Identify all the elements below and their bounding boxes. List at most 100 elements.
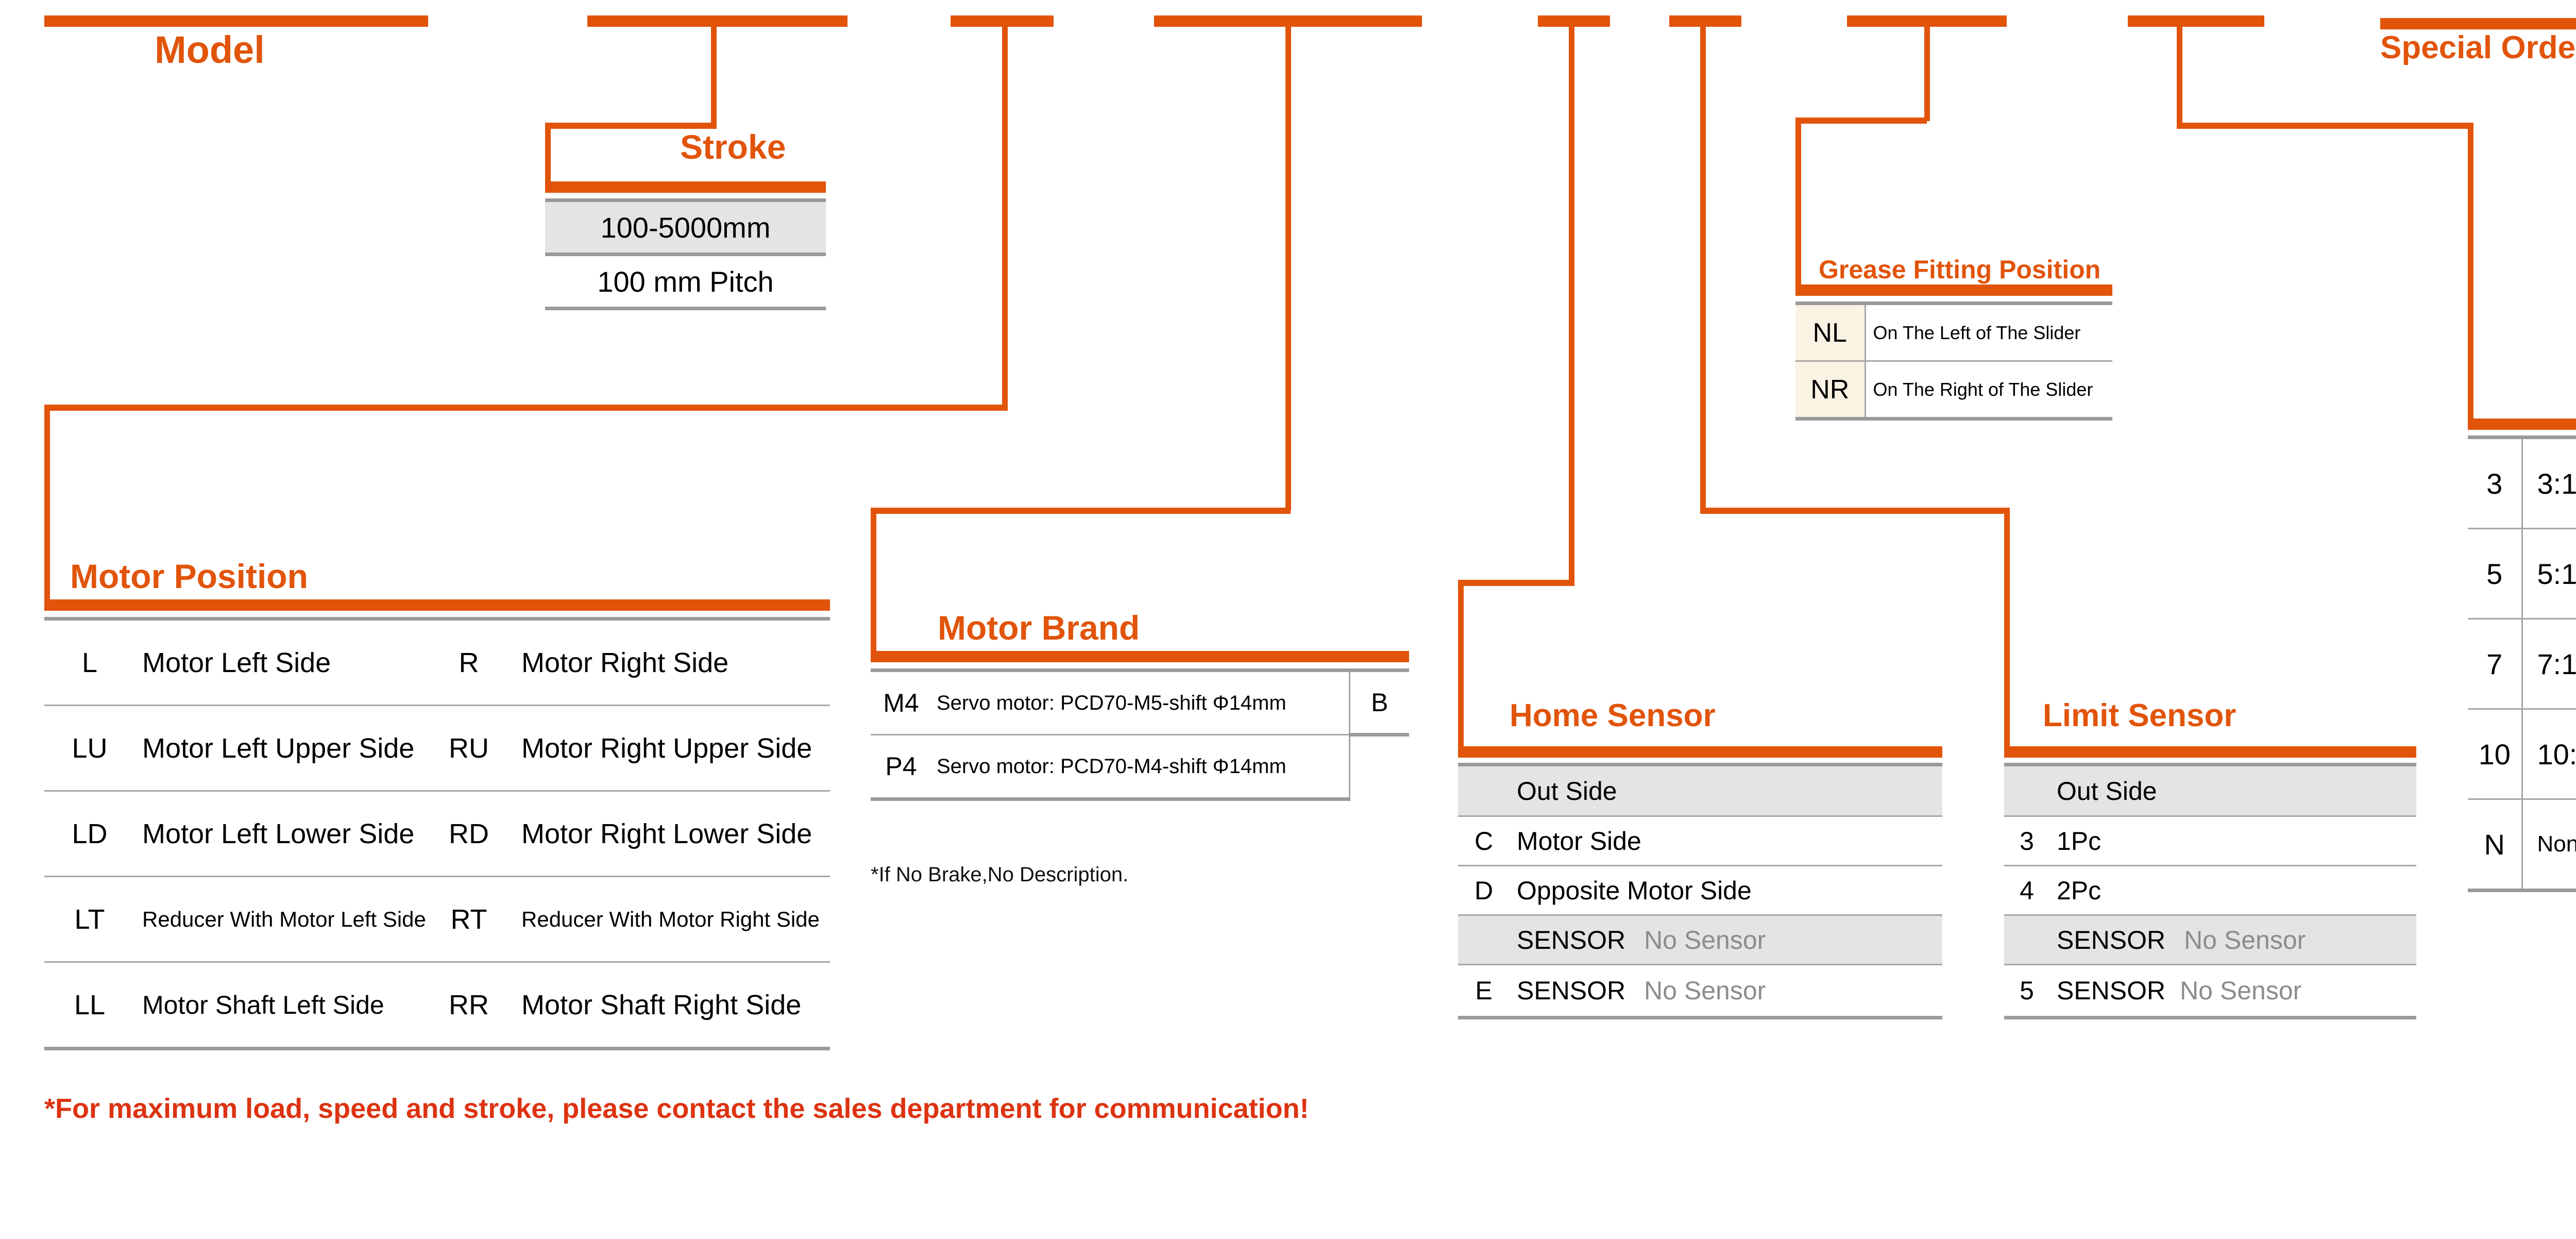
- table-row: 100 mm Pitch: [545, 254, 826, 310]
- leader-grease-v1: [1924, 21, 1930, 121]
- caption-stroke: Stroke: [680, 128, 786, 166]
- gearbox-ratio-table: 3 3:1 5 5:1 7 7:1 10 10:1 N None Gearbox…: [2468, 436, 2576, 892]
- motor-position-desc: Reducer With Motor Right Side: [514, 876, 830, 963]
- grease-fitting-table: NL On The Left of The Slider NR On The R…: [1795, 302, 2112, 421]
- home-sensor-desc: Opposite Motor Side: [1510, 865, 1942, 916]
- motor-brand-footnote: *If No Brake,No Description.: [871, 863, 1129, 886]
- motor-brand-code: M4: [871, 668, 931, 735]
- leader-limit-sensor-h1: [1700, 508, 2009, 514]
- motor-position-desc: Motor Right Lower Side: [514, 791, 830, 877]
- gearbox-ratio-value: 7:1: [2522, 618, 2576, 710]
- limit-sensor-desc: 2Pc: [2049, 865, 2416, 916]
- motor-position-code: RT: [423, 876, 514, 963]
- table-row: 3 1Pc: [2004, 816, 2416, 866]
- leader-motor-brand-h1: [871, 508, 1291, 514]
- motor-position-code: LT: [44, 876, 135, 963]
- limit-sensor-sensor-strong: SENSOR: [2057, 925, 2166, 955]
- gearbox-ratio-code: N: [2468, 799, 2523, 892]
- grease-fitting-desc: On The Right of The Slider: [1865, 361, 2112, 421]
- motor-brand-desc: Servo motor: PCD70-M4-shift Φ14mm: [931, 734, 1350, 801]
- gearbox-ratio-value: 5:1: [2522, 528, 2576, 620]
- gearbox-ratio-code: 5: [2468, 528, 2523, 620]
- leader-limit-sensor-v1: [1700, 21, 1706, 510]
- table-row: C Motor Side: [1458, 816, 1942, 866]
- gearbox-ratio-value: None Gearbox Type: [2522, 799, 2576, 892]
- leader-gearbox-v2: [2468, 123, 2473, 424]
- caption-motor-brand: Motor Brand: [938, 609, 1140, 647]
- gearbox-ratio-value: 3:1: [2522, 436, 2576, 529]
- motor-position-desc: Motor Right Upper Side: [514, 705, 830, 792]
- leader-grease-v2: [1795, 118, 1801, 293]
- leader-motor-position-v1: [1002, 21, 1008, 405]
- table-row: NL On The Left of The Slider: [1795, 302, 2112, 362]
- table-row: LL Motor Shaft Left Side RR Motor Shaft …: [44, 962, 830, 1050]
- motor-position-desc: Motor Right Side: [514, 617, 830, 706]
- grease-fitting-desc: On The Left of The Slider: [1865, 302, 2112, 362]
- leader-gearbox-v1: [2177, 21, 2182, 126]
- limit-sensor-code: 5: [2004, 964, 2049, 1019]
- motor-position-desc: Motor Left Upper Side: [135, 705, 423, 792]
- gearbox-ratio-code: 10: [2468, 709, 2523, 800]
- motor-position-code: RU: [423, 705, 514, 792]
- limit-sensor-code: 3: [2004, 816, 2049, 866]
- limit-sensor-row-strong: SENSOR: [2057, 976, 2166, 1005]
- home-sensor-desc: Motor Side: [1510, 816, 1942, 866]
- motor-brand-table: M4 Servo motor: PCD70-M5-shift Φ14mm B P…: [871, 668, 1409, 801]
- gearbox-ratio-value: 10:1: [2522, 709, 2576, 800]
- limit-sensor-header-spacer: [2004, 763, 2049, 817]
- home-sensor-code: E: [1458, 964, 1510, 1019]
- motor-position-desc: Motor Shaft Left Side: [135, 962, 423, 1050]
- caption-model: Model: [155, 28, 265, 71]
- table-row: SENSOR No Sensor: [1458, 915, 1942, 965]
- table-row: P4 Servo motor: PCD70-M4-shift Φ14mm: [871, 734, 1409, 801]
- home-sensor-row-strong: SENSOR: [1517, 976, 1626, 1005]
- leader-home-sensor-underline: [1458, 746, 1942, 758]
- motor-position-code: LD: [44, 791, 135, 877]
- table-row: 7 7:1: [2468, 618, 2576, 710]
- leader-limit-sensor-underline: [2004, 746, 2416, 758]
- table-row: SENSOR No Sensor: [2004, 915, 2416, 965]
- motor-position-code: LU: [44, 705, 135, 792]
- motor-position-code: L: [44, 617, 135, 706]
- home-sensor-code: D: [1458, 865, 1510, 916]
- limit-sensor-sensor-row: SENSOR No Sensor: [2049, 964, 2416, 1019]
- caption-special-order-no: Special Order No.: [2380, 30, 2576, 65]
- leader-stroke-underline: [545, 181, 826, 193]
- table-row: LT Reducer With Motor Left Side RT Reduc…: [44, 876, 830, 963]
- home-sensor-header-spacer: [1458, 763, 1510, 817]
- leader-stroke-v1: [711, 21, 717, 126]
- table-row: E SENSOR No Sensor: [1458, 964, 1942, 1019]
- table-row: 3 3:1: [2468, 436, 2576, 529]
- stroke-range-cell: 100-5000mm: [545, 198, 826, 256]
- leader-motor-position-underline: [44, 599, 830, 611]
- stroke-table: 100-5000mm 100 mm Pitch: [545, 198, 826, 310]
- table-row: D Opposite Motor Side: [1458, 865, 1942, 916]
- motor-position-desc: Motor Shaft Right Side: [514, 962, 830, 1050]
- motor-position-code: LL: [44, 962, 135, 1050]
- table-row: Out Side: [2004, 763, 2416, 817]
- limit-sensor-sensor-muted: No Sensor: [2184, 925, 2306, 955]
- grease-fitting-code: NR: [1795, 361, 1866, 421]
- caption-motor-position: Motor Position: [70, 557, 308, 595]
- leader-home-sensor-h1: [1458, 580, 1574, 586]
- stroke-pitch-cell: 100 mm Pitch: [545, 254, 826, 310]
- motor-position-desc: Motor Left Lower Side: [135, 791, 423, 877]
- table-row: 5 5:1: [2468, 528, 2576, 620]
- home-sensor-row-muted: No Sensor: [1644, 976, 1766, 1005]
- leader-stroke-h1: [545, 123, 717, 129]
- code-segment-bar-gearbox-ratio: [2128, 15, 2264, 27]
- limit-sensor-code: 4: [2004, 865, 2049, 916]
- leader-stroke-v2: [545, 123, 551, 190]
- table-row: N None Gearbox Type: [2468, 799, 2576, 892]
- code-segment-bar-special-order: [2380, 18, 2576, 29]
- limit-sensor-sensor-header: SENSOR No Sensor: [2049, 915, 2416, 965]
- home-sensor-code: C: [1458, 816, 1510, 866]
- home-sensor-sensor-muted: No Sensor: [1644, 925, 1766, 955]
- motor-brand-code: P4: [871, 734, 931, 801]
- table-row: LD Motor Left Lower Side RD Motor Right …: [44, 791, 830, 877]
- code-segment-bar-model: [44, 15, 428, 27]
- leader-gearbox-h1: [2177, 123, 2473, 129]
- home-sensor-table: Out Side C Motor Side D Opposite Motor S…: [1458, 763, 1942, 1019]
- table-row: L Motor Left Side R Motor Right Side: [44, 617, 830, 706]
